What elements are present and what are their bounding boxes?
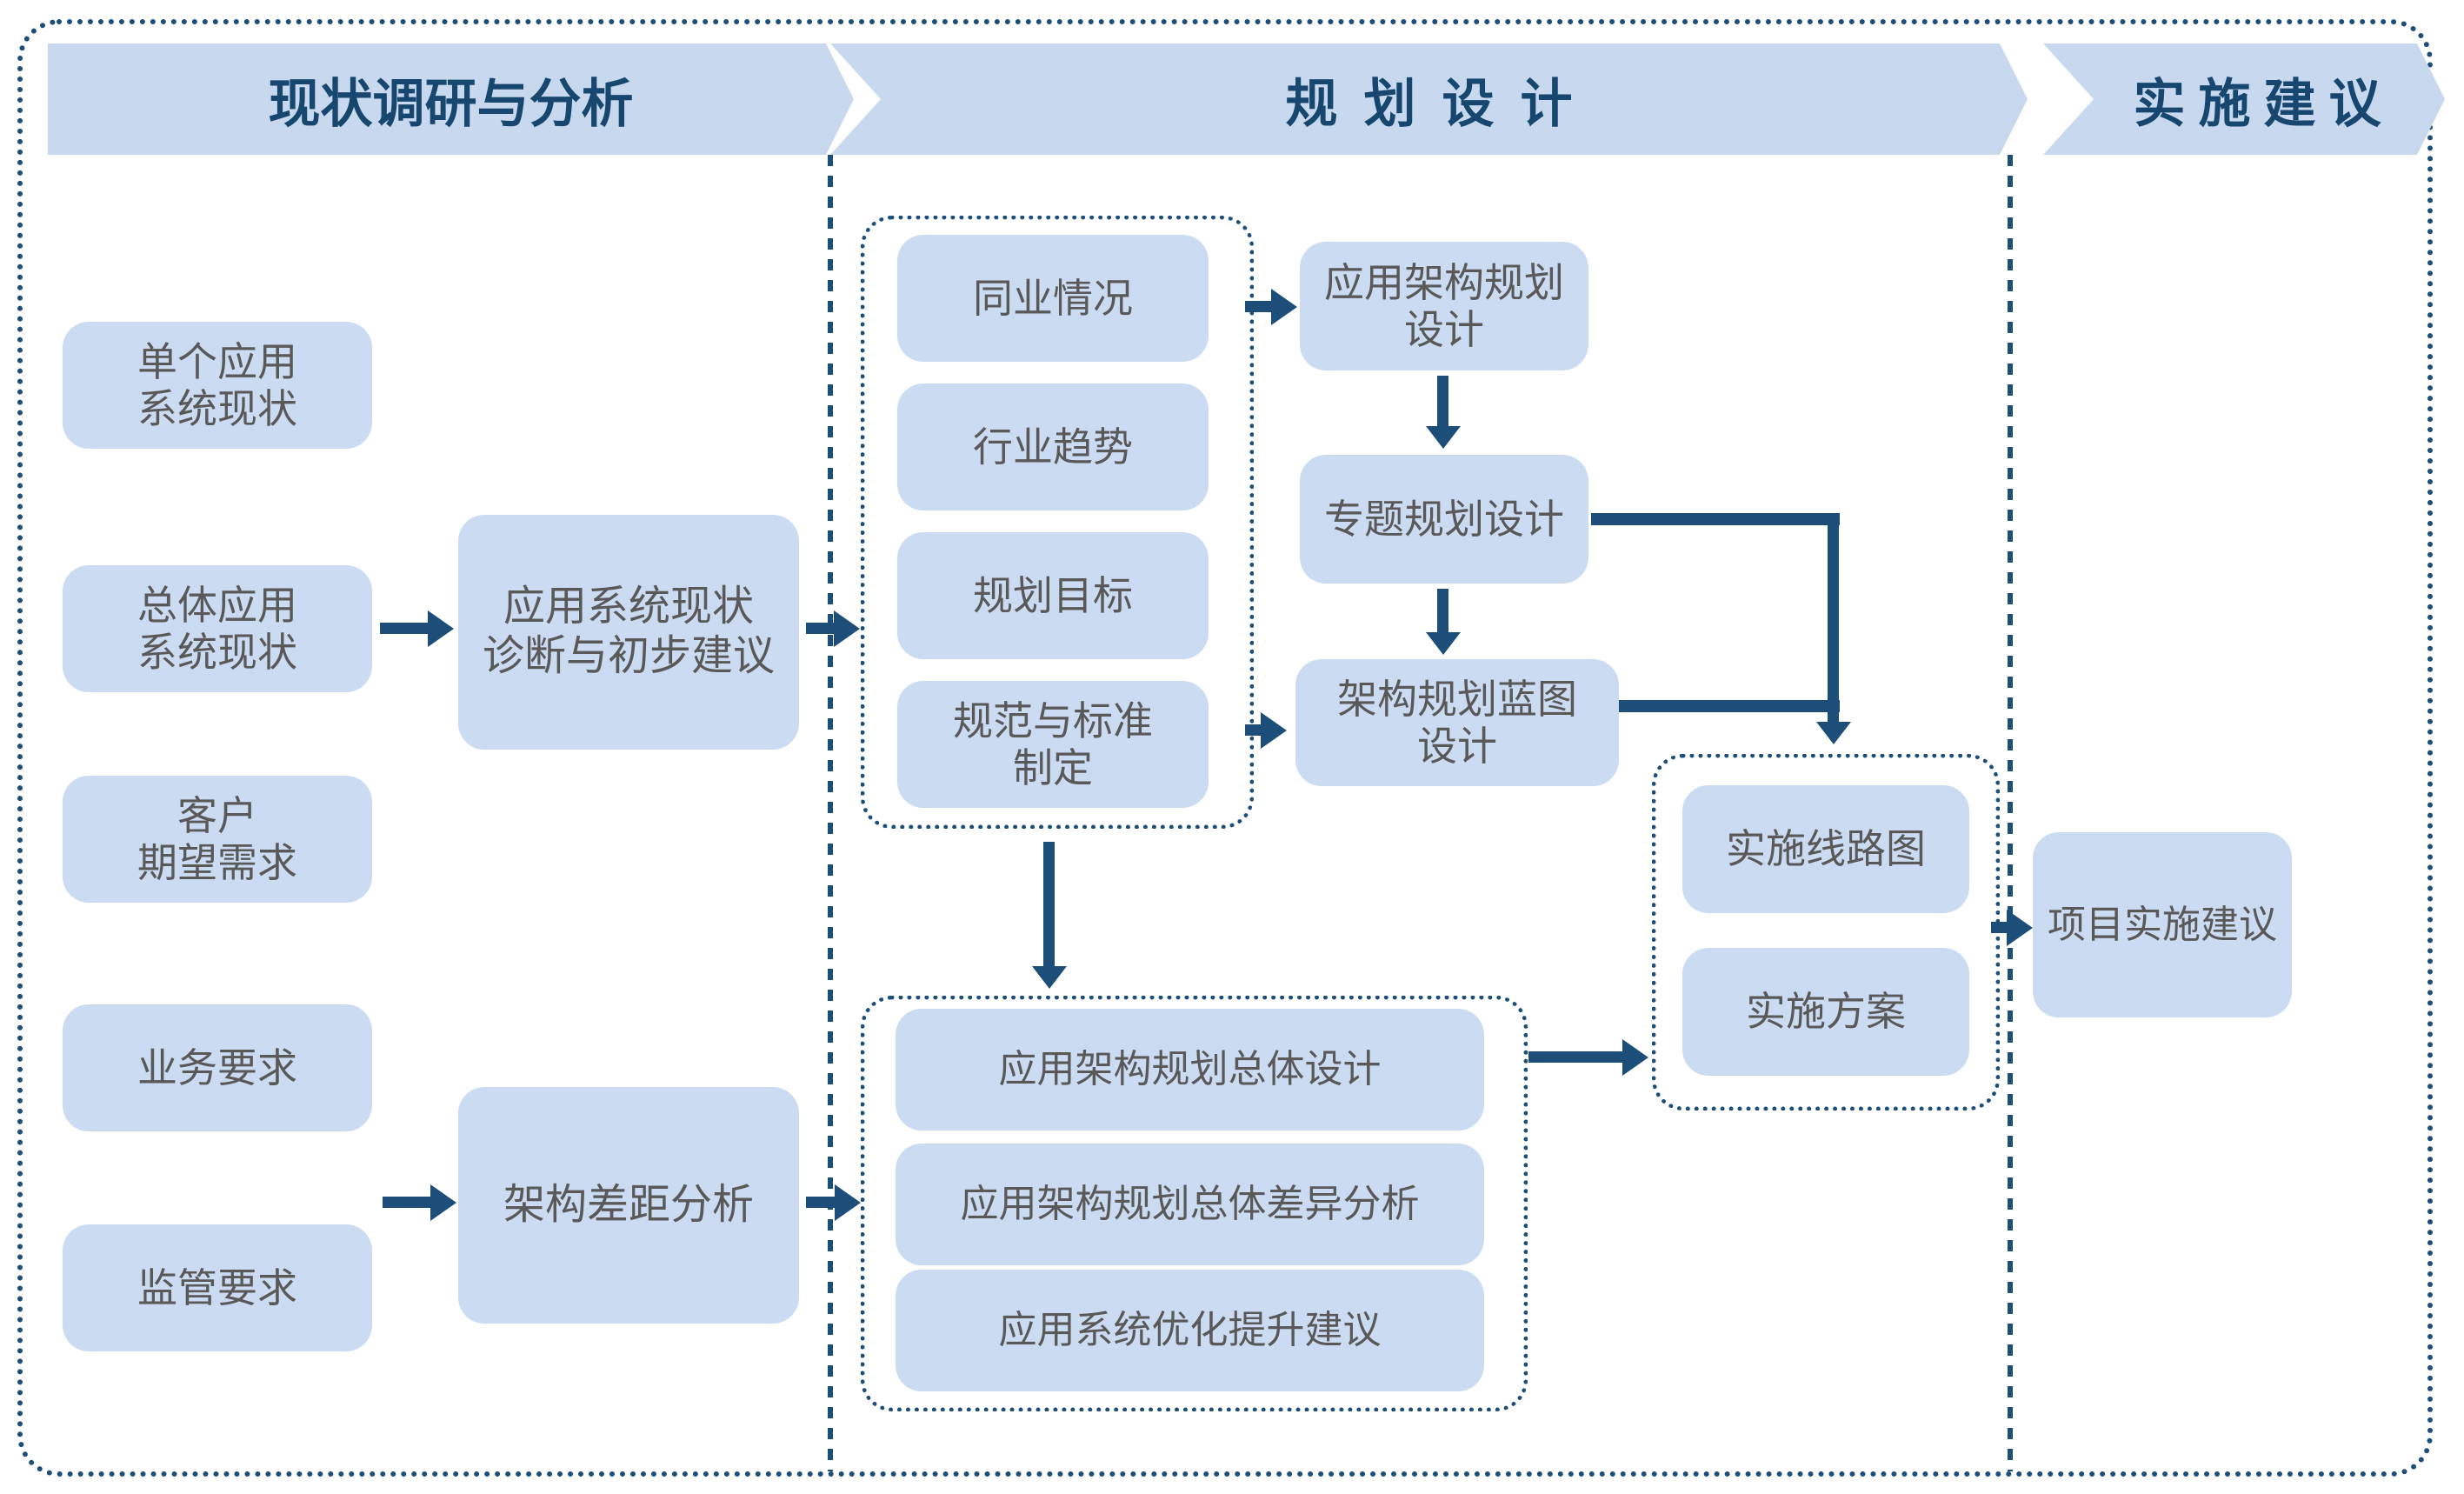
node-roadmap: 实施线路图 (1682, 785, 1969, 913)
node-regulatory-requirement-label: 监管要求 (137, 1264, 297, 1311)
section-divider-2 (2008, 155, 2013, 1471)
phase-header-research-label: 现状调研与分析 (268, 74, 634, 133)
node-planning-goal-label: 规划目标 (973, 572, 1133, 618)
node-project-impl-suggestion: 项目实施建议 (2033, 832, 2292, 1017)
node-peer-situation: 同业情况 (897, 235, 1209, 362)
arrow-design-group-to-impl-group (1528, 1051, 1622, 1063)
arrow-diagnosis-to-planning-group (806, 623, 834, 634)
node-arch-gap-analysis-label: 架构差距分析 (503, 1181, 754, 1228)
node-peer-situation-label: 同业情况 (973, 275, 1133, 321)
arrow-planning-group-to-design-group (1043, 842, 1055, 966)
node-impl-plan: 实施方案 (1682, 948, 1969, 1076)
node-optimization-suggestion-label: 应用系统优化提升建议 (998, 1309, 1382, 1352)
connector-down-to-impl-group (1828, 513, 1839, 722)
arrow-overall-app-to-diagnosis (380, 623, 428, 634)
node-regulatory-requirement: 监管要求 (63, 1224, 372, 1351)
phase-header-research: 现状调研与分析 (48, 43, 854, 155)
node-single-app-status: 单个应用 系统现状 (63, 322, 372, 449)
phase-header-implementation: 实施建议 (2043, 43, 2445, 155)
group-overall-design (861, 996, 1528, 1411)
arrow-gap-to-design-group (806, 1197, 835, 1208)
node-current-diagnosis: 应用系统现状 诊断与初步建议 (458, 515, 799, 750)
node-overall-app-status-label: 总体应用 系统现状 (137, 582, 297, 675)
arrow-impl-group-to-project (1991, 922, 2007, 933)
node-overall-gap-analysis-label: 应用架构规划总体差异分析 (960, 1183, 1420, 1226)
node-overall-arch-design: 应用架构规划总体设计 (896, 1009, 1484, 1131)
node-industry-trend: 行业趋势 (897, 384, 1209, 510)
node-project-impl-suggestion-label: 项目实施建议 (2048, 903, 2277, 946)
node-planning-goal: 规划目标 (897, 532, 1209, 659)
node-standards: 规范与标准 制定 (897, 681, 1209, 808)
node-app-arch-design-label: 应用架构规划 设计 (1324, 259, 1564, 352)
section-divider-1 (828, 155, 833, 1471)
arrow-standards-to-blueprint (1245, 724, 1261, 736)
node-app-arch-design: 应用架构规划 设计 (1300, 242, 1588, 370)
diagram-border (17, 19, 2433, 1477)
node-overall-arch-design-label: 应用架构规划总体设计 (998, 1048, 1382, 1091)
node-business-requirement-label: 业务要求 (137, 1044, 297, 1090)
arrow-requirements-to-gap-analysis (383, 1197, 430, 1208)
node-blueprint-design-label: 架构规划蓝图 设计 (1337, 676, 1577, 769)
connector-blueprint-to-impl (1619, 700, 1840, 712)
node-special-planning-label: 专题规划设计 (1324, 496, 1564, 542)
arrow-peer-to-app-arch-design (1245, 301, 1271, 312)
node-overall-app-status: 总体应用 系统现状 (63, 565, 372, 692)
node-optimization-suggestion: 应用系统优化提升建议 (896, 1270, 1484, 1391)
node-standards-label: 规范与标准 制定 (953, 697, 1153, 790)
arrow-special-to-blueprint (1437, 589, 1448, 632)
node-single-app-status-label: 单个应用 系统现状 (137, 338, 297, 431)
phase-header-planning-label: 规划设计 (1285, 74, 1599, 133)
phase-header-planning: 规划设计 (830, 43, 2028, 155)
group-planning-inputs (861, 216, 1254, 829)
node-current-diagnosis-label: 应用系统现状 诊断与初步建议 (482, 584, 775, 679)
node-business-requirement: 业务要求 (63, 1004, 372, 1131)
arrow-app-arch-to-special (1437, 376, 1448, 426)
node-industry-trend-label: 行业趋势 (973, 424, 1133, 470)
node-customer-expectation: 客户 期望需求 (63, 776, 372, 903)
phase-header-implementation-label: 实施建议 (2133, 74, 2394, 133)
node-overall-gap-analysis: 应用架构规划总体差异分析 (896, 1144, 1484, 1265)
node-customer-expectation-label: 客户 期望需求 (137, 792, 297, 885)
connector-special-to-impl (1591, 513, 1840, 525)
node-roadmap-label: 实施线路图 (1726, 826, 1926, 872)
node-blueprint-design: 架构规划蓝图 设计 (1295, 659, 1619, 786)
node-special-planning: 专题规划设计 (1300, 455, 1588, 584)
node-arch-gap-analysis: 架构差距分析 (458, 1087, 799, 1324)
node-impl-plan-label: 实施方案 (1746, 989, 1906, 1035)
